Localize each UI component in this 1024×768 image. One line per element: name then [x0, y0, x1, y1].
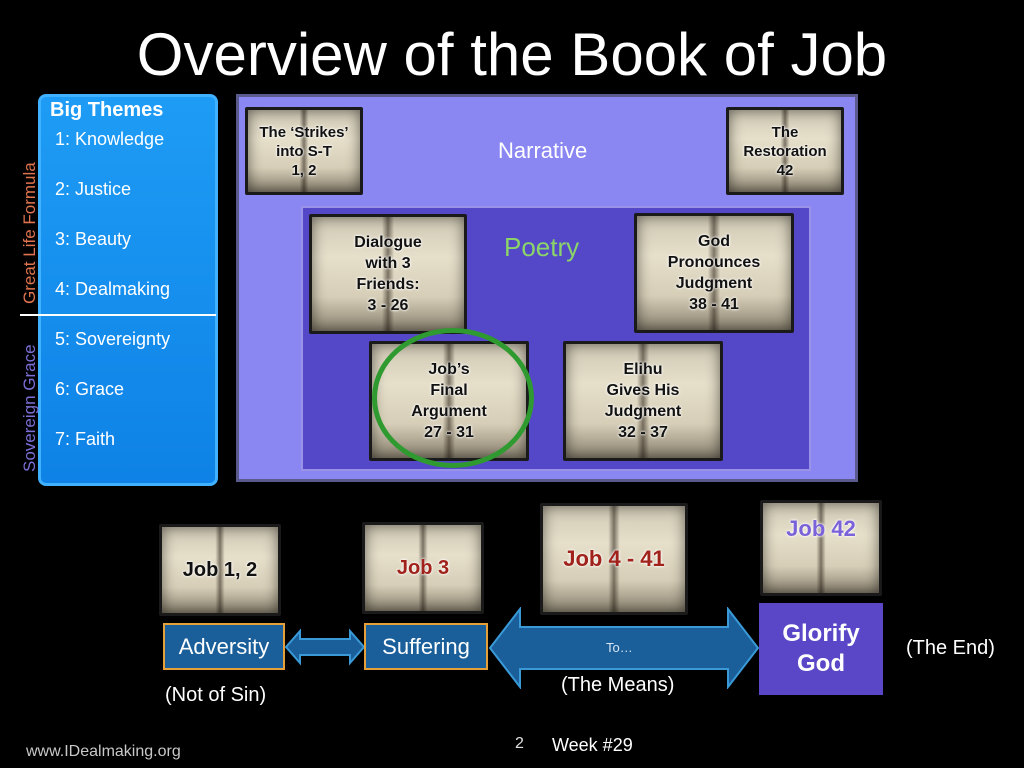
sovereign-grace-label: Sovereign Grace — [20, 344, 39, 472]
flow-book-job-42: Job 42 — [760, 500, 882, 596]
book-restoration-label: The Restoration 42 — [743, 123, 827, 179]
book-dialogue-label: Dialogue with 3 Friends: 3 - 26 — [354, 234, 422, 314]
themes-divider — [20, 314, 216, 316]
book-elihu: Elihu Gives His Judgment 32 - 37 — [563, 341, 723, 461]
stage-glorify-god: Glorify God — [759, 603, 883, 695]
theme-item: 5: Sovereignty — [55, 329, 171, 349]
caption-the-end: (The End) — [906, 637, 995, 659]
means-arrow-icon — [488, 607, 760, 689]
book-strikes-label: The ‘Strikes’ into S-T 1, 2 — [259, 123, 349, 179]
flow-book-label: Job 42 — [786, 516, 856, 541]
theme-item: 4: Dealmaking — [55, 279, 171, 299]
book-elihu-label: Elihu Gives His Judgment 32 - 37 — [604, 361, 682, 441]
stage-adversity: Adversity — [163, 623, 285, 670]
double-arrow-icon — [284, 628, 366, 666]
flow-book-job-4-41: Job 4 - 41 — [540, 503, 688, 615]
flow-book-job-1-2: Job 1, 2 — [159, 524, 281, 616]
footer-url: www.IDealmaking.org — [26, 743, 181, 760]
theme-item: 1: Knowledge — [55, 129, 165, 149]
poetry-label: Poetry — [504, 232, 580, 262]
slide-title: Overview of the Book of Job — [136, 21, 888, 88]
flow-book-label: Job 3 — [396, 557, 450, 579]
book-god-judgment-label: God Pronounces Judgment 38 - 41 — [667, 233, 761, 313]
great-life-formula-label: Great Life Formula — [20, 162, 39, 304]
book-dialogue: Dialogue with 3 Friends: 3 - 26 — [309, 214, 467, 334]
theme-item: 2: Justice — [55, 179, 132, 199]
flow-book-label: Job 4 - 41 — [563, 546, 665, 571]
highlight-circle — [372, 328, 534, 468]
book-strikes: The ‘Strikes’ into S-T 1, 2 — [245, 107, 363, 195]
themes-heading: Big Themes — [50, 99, 164, 121]
flow-book-job-3: Job 3 — [362, 522, 484, 614]
flow-book-label: Job 1, 2 — [182, 559, 258, 581]
theme-item: 6: Grace — [55, 379, 125, 399]
arrow-to-label: To… — [606, 640, 633, 655]
narrative-label: Narrative — [498, 138, 588, 163]
theme-item: 3: Beauty — [55, 229, 132, 249]
themes-panel — [38, 94, 218, 486]
stage-suffering: Suffering — [364, 623, 488, 670]
page-number: 2 — [515, 735, 524, 752]
week-label: Week #29 — [552, 735, 633, 755]
book-god-judgment: God Pronounces Judgment 38 - 41 — [634, 213, 794, 333]
caption-not-of-sin: (Not of Sin) — [165, 684, 267, 706]
caption-the-means: (The Means) — [561, 674, 675, 696]
theme-item: 7: Faith — [55, 429, 116, 449]
book-restoration: The Restoration 42 — [726, 107, 844, 195]
